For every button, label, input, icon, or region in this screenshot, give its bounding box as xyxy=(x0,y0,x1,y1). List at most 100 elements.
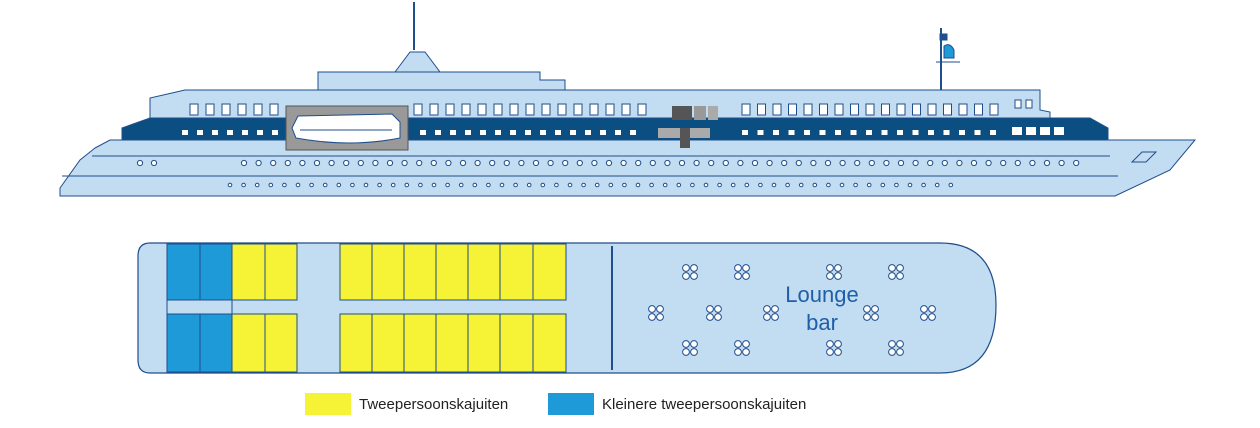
porthole xyxy=(894,182,899,188)
porthole xyxy=(268,182,274,188)
seat xyxy=(734,272,742,280)
cabin-window xyxy=(1025,99,1033,109)
porthole xyxy=(664,159,671,167)
porthole xyxy=(868,159,875,167)
cabin-window xyxy=(989,103,999,116)
band-window xyxy=(465,130,471,135)
porthole xyxy=(526,182,532,188)
seat xyxy=(682,340,690,348)
cabin-window xyxy=(881,103,890,116)
porthole xyxy=(693,159,700,167)
porthole xyxy=(921,182,926,188)
porthole xyxy=(854,159,861,167)
porthole xyxy=(254,182,260,188)
porthole xyxy=(418,182,423,188)
porthole xyxy=(313,159,321,167)
four-seat-table-icon xyxy=(863,305,879,321)
band-window xyxy=(1040,127,1050,135)
porthole xyxy=(758,182,763,188)
legend-swatch-blue xyxy=(548,393,594,415)
seat xyxy=(826,348,834,356)
ship-side-view xyxy=(59,2,1197,197)
seat xyxy=(734,340,742,348)
seat xyxy=(742,348,750,356)
band-window xyxy=(928,130,934,135)
cabin-window xyxy=(413,103,423,116)
double-cabin xyxy=(231,243,266,301)
porthole xyxy=(518,159,525,167)
porthole xyxy=(282,182,287,188)
band-window xyxy=(881,130,888,135)
band-window xyxy=(585,130,591,135)
porthole xyxy=(795,159,802,167)
seat xyxy=(648,305,656,313)
double-cabin xyxy=(435,243,469,301)
cabin-window xyxy=(912,103,921,116)
porthole xyxy=(941,159,948,167)
four-seat-table-icon xyxy=(763,305,779,321)
double-cabin xyxy=(264,243,298,301)
band-window xyxy=(866,130,872,135)
small-double-cabin xyxy=(199,243,233,301)
porthole xyxy=(730,182,736,188)
band-window xyxy=(974,130,981,135)
double-cabin xyxy=(467,313,501,373)
band-window xyxy=(257,130,263,135)
porthole xyxy=(336,182,342,188)
seat xyxy=(863,305,871,313)
porthole xyxy=(486,182,491,188)
porthole xyxy=(404,182,410,188)
seat xyxy=(742,264,750,272)
cabin-window xyxy=(237,103,247,116)
top-deckhouse xyxy=(317,71,566,93)
porthole xyxy=(241,182,246,188)
porthole xyxy=(781,159,788,167)
band-window xyxy=(272,130,278,135)
seat xyxy=(706,305,714,313)
band-window xyxy=(850,130,857,135)
porthole xyxy=(474,159,481,167)
cabin-window xyxy=(557,103,567,116)
four-seat-table-icon xyxy=(648,305,664,321)
cabin-window xyxy=(943,103,952,116)
porthole xyxy=(372,159,379,167)
band-window xyxy=(510,130,516,135)
seat xyxy=(682,348,690,356)
porthole xyxy=(1029,159,1036,167)
porthole xyxy=(956,159,963,167)
band-window xyxy=(540,130,546,135)
seat xyxy=(690,264,698,272)
seat xyxy=(771,305,779,313)
seat xyxy=(690,348,698,356)
band-window xyxy=(1012,127,1022,135)
porthole xyxy=(766,159,773,167)
double-cabin xyxy=(339,243,373,301)
seat xyxy=(928,305,936,313)
cabin-window xyxy=(927,103,937,116)
porthole xyxy=(751,159,759,167)
band-window xyxy=(600,130,606,135)
porthole xyxy=(503,159,510,167)
seat xyxy=(656,313,664,321)
cabin-band xyxy=(121,117,1109,141)
band-window xyxy=(959,130,965,135)
band-window xyxy=(555,130,561,135)
cabin-window xyxy=(865,103,875,116)
double-cabin xyxy=(371,243,405,301)
seat xyxy=(834,340,842,348)
porthole xyxy=(295,182,301,188)
four-seat-table-icon xyxy=(888,264,904,280)
band-window xyxy=(630,130,636,135)
porthole xyxy=(649,159,656,167)
cabin-window xyxy=(741,103,751,116)
band-window xyxy=(804,130,810,135)
porthole xyxy=(785,182,790,188)
legend-label-small-cabins: Kleinere tweepersoonskajuiten xyxy=(602,395,807,413)
porthole xyxy=(547,159,554,167)
seat xyxy=(896,272,904,280)
double-cabin xyxy=(403,243,437,301)
seat xyxy=(826,264,834,272)
band-window xyxy=(773,130,779,135)
porthole xyxy=(562,159,569,167)
seat xyxy=(863,313,871,321)
